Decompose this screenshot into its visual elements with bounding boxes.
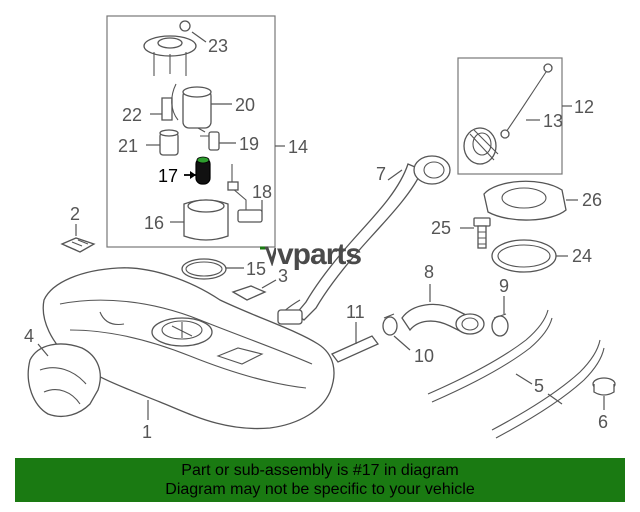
logo-text: vparts bbox=[277, 238, 362, 271]
callout-26: 26 bbox=[582, 190, 602, 210]
logo-mark-icon bbox=[260, 246, 276, 266]
part-1-fuel-tank[interactable] bbox=[42, 267, 335, 430]
part-6-grommet[interactable] bbox=[592, 377, 616, 410]
callout-4: 4 bbox=[24, 326, 34, 346]
part-16-reservoir[interactable] bbox=[170, 199, 229, 241]
callout-7: 7 bbox=[376, 164, 386, 184]
part-24-gasket[interactable] bbox=[491, 239, 568, 273]
part-7-filler-neck[interactable] bbox=[277, 155, 451, 325]
part-26-housing[interactable] bbox=[483, 180, 578, 221]
part-18-level-sender[interactable] bbox=[227, 164, 263, 223]
part-5-straps[interactable] bbox=[427, 309, 605, 439]
part-10-clamp[interactable] bbox=[382, 313, 411, 351]
callout-14: 14 bbox=[288, 137, 308, 157]
part-17-highlighted[interactable] bbox=[184, 156, 211, 185]
callout-9: 9 bbox=[499, 276, 509, 296]
callout-1: 1 bbox=[142, 422, 152, 442]
pump-assembly-box bbox=[106, 15, 276, 248]
callout-2: 2 bbox=[70, 204, 80, 224]
callout-18: 18 bbox=[252, 182, 272, 202]
part-25-bolt[interactable] bbox=[460, 217, 491, 249]
part-20-pump-body[interactable] bbox=[171, 83, 232, 129]
callout-3: 3 bbox=[278, 266, 288, 286]
callout-21: 21 bbox=[118, 136, 138, 156]
part-11-tube[interactable] bbox=[330, 322, 380, 363]
part-13-strap[interactable] bbox=[500, 63, 553, 139]
callout-20: 20 bbox=[235, 95, 255, 115]
callout-6: 6 bbox=[598, 412, 608, 432]
callout-16: 16 bbox=[144, 213, 164, 233]
info-banner: Part or sub-assembly is #17 in diagram D… bbox=[15, 458, 625, 502]
callout-22: 22 bbox=[122, 105, 142, 125]
callout-24: 24 bbox=[572, 246, 592, 266]
callout-15: 15 bbox=[246, 259, 266, 279]
callout-11: 11 bbox=[346, 302, 365, 322]
part-3-pad[interactable] bbox=[231, 279, 277, 301]
part-22-hose[interactable] bbox=[150, 97, 173, 121]
part-23-flange[interactable] bbox=[143, 20, 207, 76]
brand-logo: vparts bbox=[260, 238, 362, 272]
part-12-filler-cap[interactable] bbox=[463, 127, 499, 165]
callout-23: 23 bbox=[208, 36, 228, 56]
callout-13: 13 bbox=[543, 111, 563, 131]
callout-5: 5 bbox=[534, 376, 544, 396]
parts-diagram: 23 22 20 21 19 14 17 18 16 15 3 2 4 1 7 … bbox=[24, 15, 616, 442]
part-9-clamp[interactable] bbox=[491, 296, 509, 337]
callout-25: 25 bbox=[431, 218, 451, 238]
part-2-bracket[interactable] bbox=[60, 224, 96, 253]
callout-10: 10 bbox=[414, 346, 434, 366]
banner-line-1: Part or sub-assembly is #17 in diagram bbox=[181, 462, 459, 479]
part-19-regulator[interactable] bbox=[197, 127, 236, 151]
callout-12: 12 bbox=[574, 97, 594, 117]
part-21-filter[interactable] bbox=[146, 129, 179, 156]
part-15-gasket[interactable] bbox=[181, 258, 244, 280]
callout-17: 17 bbox=[158, 166, 178, 186]
callout-8: 8 bbox=[424, 262, 434, 282]
part-4-heat-shield[interactable] bbox=[27, 343, 101, 418]
filler-cap-box bbox=[457, 57, 563, 175]
callout-19: 19 bbox=[239, 134, 259, 154]
part-8-hose[interactable] bbox=[401, 284, 485, 335]
banner-line-2: Diagram may not be specific to your vehi… bbox=[165, 481, 475, 498]
